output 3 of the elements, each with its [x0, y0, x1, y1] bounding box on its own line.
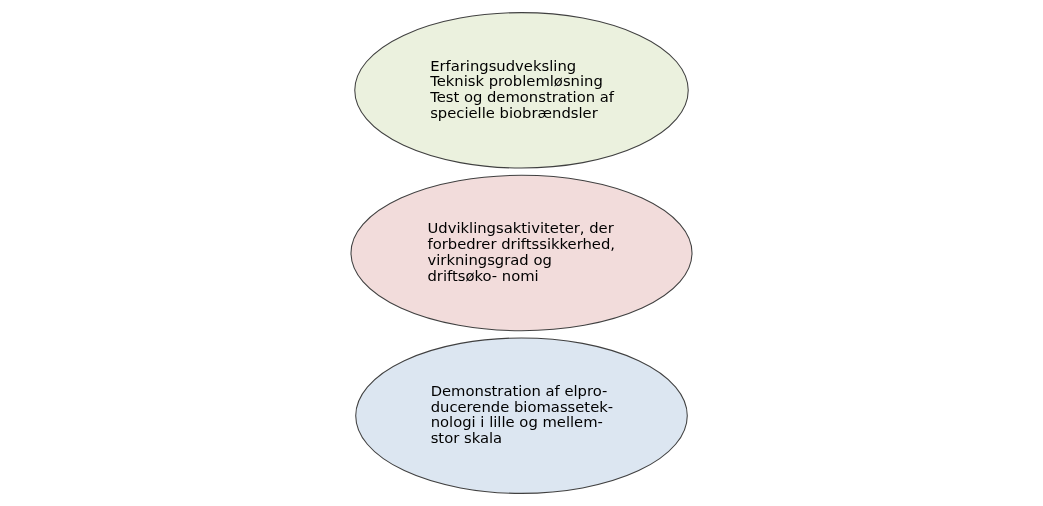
node-ellipse: Udviklingsaktiviteter, der forbedrer driftssikkerhed, virkningsgrad og driftsøko- nomi [350, 174, 693, 332]
node-ellipse: Erfaringsudveksling Teknisk problemløsning Test og demonstration af specielle biobrændsler [354, 12, 689, 169]
node-ellipse: Demonstration af elpro- ducerende biomassetek- nologi i lille og mellem- stor skala [355, 337, 688, 494]
